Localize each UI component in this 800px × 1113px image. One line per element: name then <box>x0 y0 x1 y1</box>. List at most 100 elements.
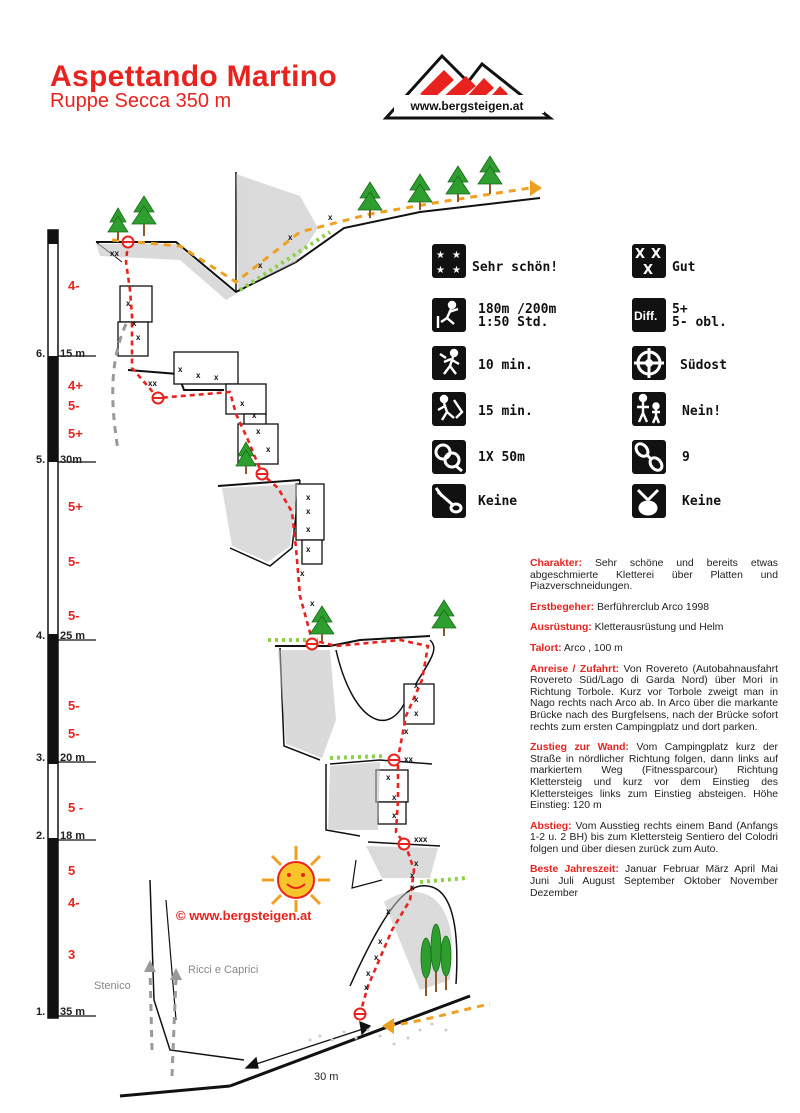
svg-text:x: x <box>258 261 263 270</box>
svg-text:x: x <box>178 365 183 374</box>
mountain-logo-icon <box>382 53 555 120</box>
info-talort: Talort: Arco , 100 m <box>530 642 623 654</box>
height-scale-bar <box>47 229 96 1019</box>
rope-icon <box>432 440 466 474</box>
svg-text:x: x <box>374 953 379 962</box>
ricci-label: Ricci e Caprici <box>188 964 259 976</box>
svg-text:x: x <box>306 507 311 516</box>
svg-text:x: x <box>404 727 409 736</box>
grade-label: 4- <box>68 278 80 293</box>
info-abstieg: Abstieg: Vom Ausstieg rechts einem Band … <box>530 820 778 855</box>
pitch-length: 15 m <box>60 348 86 360</box>
svg-text:xxx: xxx <box>414 835 428 844</box>
bolts-label: Keine <box>478 494 518 509</box>
svg-text:xx: xx <box>404 755 413 764</box>
grade-label: 5- <box>68 608 80 623</box>
svg-text:xx: xx <box>148 379 157 388</box>
pitch-number: 5. <box>36 454 46 466</box>
nuts-label: Keine <box>682 494 722 509</box>
route-title: Aspettando Martino <box>50 60 338 93</box>
svg-text:Diff.: Diff. <box>634 309 657 323</box>
quickdraw-icon <box>632 440 666 474</box>
info-erstbegeher: Erstbegeher: Berführerclub Arco 1998 <box>530 601 710 613</box>
svg-text:x: x <box>414 681 419 690</box>
svg-text:x: x <box>256 427 261 436</box>
info-anreise: Anreise / Zufahrt: Von Rovereto (Autobah… <box>530 663 778 733</box>
grade-label: 5- <box>68 554 80 569</box>
grade-label: 4- <box>68 895 80 910</box>
info-ausruestung: Ausrüstung: Kletterausrüstung und Helm <box>530 622 724 634</box>
svg-text:x: x <box>414 709 419 718</box>
svg-text:x: x <box>328 213 333 222</box>
route-info: Charakter: Sehr schöne und bereits etwas… <box>530 558 778 908</box>
grade-label: 5 <box>68 863 76 878</box>
svg-text:x: x <box>288 233 293 242</box>
grade-label: 5- <box>68 398 80 413</box>
svg-text:x: x <box>132 319 137 328</box>
grade-label: 5- <box>68 698 80 713</box>
pitch-number: 2. <box>36 830 46 842</box>
grade-label: 4+ <box>68 378 83 393</box>
climber-icon <box>432 298 466 332</box>
pitch-length: 18 m <box>60 830 86 842</box>
grade-label: 5+ <box>68 426 83 441</box>
difficulty-icon: Diff. <box>632 298 666 332</box>
info-zustieg: Zustieg zur Wand: Vom Campingplatz kurz … <box>530 742 778 812</box>
protection-label: Gut <box>672 260 696 275</box>
svg-text:x: x <box>366 969 371 978</box>
quickdraws-label: 9 <box>682 450 690 465</box>
trees <box>107 155 503 996</box>
route-subtitle: Ruppe Secca 350 m <box>50 90 232 112</box>
bergsteigen-logo[interactable] <box>382 42 555 122</box>
pitch-length: 35 m <box>60 1006 86 1018</box>
svg-text:x: x <box>378 937 383 946</box>
difficulty-label: 5+ 5- obl. <box>672 302 727 330</box>
svg-text:x: x <box>410 883 415 892</box>
svg-text:x: x <box>414 859 419 868</box>
grade-label: 5- <box>68 726 80 741</box>
svg-text:x: x <box>306 545 311 554</box>
length-time-label: 180m /200m 1:50 Std. <box>478 302 557 330</box>
descent-time-label: 15 min. <box>478 404 533 419</box>
grade-label: 5+ <box>68 499 83 514</box>
pitch-length: 25 m <box>60 630 86 642</box>
svg-text:x: x <box>196 371 201 380</box>
info-charakter: Charakter: Sehr schöne und bereits etwas… <box>530 558 778 593</box>
pitch-number: 1. <box>36 1006 46 1018</box>
svg-text:x: x <box>410 871 415 880</box>
svg-text:x: x <box>414 695 419 704</box>
svg-text:x: x <box>306 525 311 534</box>
approach-time-label: 10 min. <box>478 358 533 373</box>
svg-text:x: x <box>214 373 219 382</box>
sun-icon <box>262 846 330 912</box>
svg-text:X: X <box>651 247 661 262</box>
descent-icon <box>432 392 466 426</box>
svg-text:X: X <box>635 247 645 262</box>
svg-text:x: x <box>392 793 397 802</box>
compass-icon <box>632 346 666 380</box>
svg-text:★: ★ <box>452 265 461 276</box>
stenico-label: Stenico <box>94 980 131 992</box>
svg-text:x: x <box>310 599 315 608</box>
svg-text:x: x <box>266 445 271 454</box>
pitch-number: 3. <box>36 752 46 764</box>
approach-icon <box>432 346 466 380</box>
svg-text:x: x <box>386 773 391 782</box>
svg-text:x: x <box>252 411 257 420</box>
pitch-number: 6. <box>36 348 46 360</box>
info-jahreszeit: Beste Jahreszeit: Januar Februar März Ap… <box>530 864 778 899</box>
bolt-icon <box>432 484 466 518</box>
svg-text:x: x <box>306 493 311 502</box>
pitch-length: 30m <box>60 454 83 466</box>
svg-text:x: x <box>386 907 391 916</box>
copyright-link[interactable]: © www.bergsteigen.at <box>176 908 312 923</box>
logo-text[interactable]: www.bergsteigen.at <box>410 99 524 113</box>
distance-label: 30 m <box>314 1071 339 1083</box>
svg-text:x: x <box>136 333 141 342</box>
svg-text:X: X <box>643 263 653 278</box>
svg-text:xx: xx <box>110 249 119 258</box>
svg-text:x: x <box>300 569 305 578</box>
svg-text:x: x <box>240 399 245 408</box>
